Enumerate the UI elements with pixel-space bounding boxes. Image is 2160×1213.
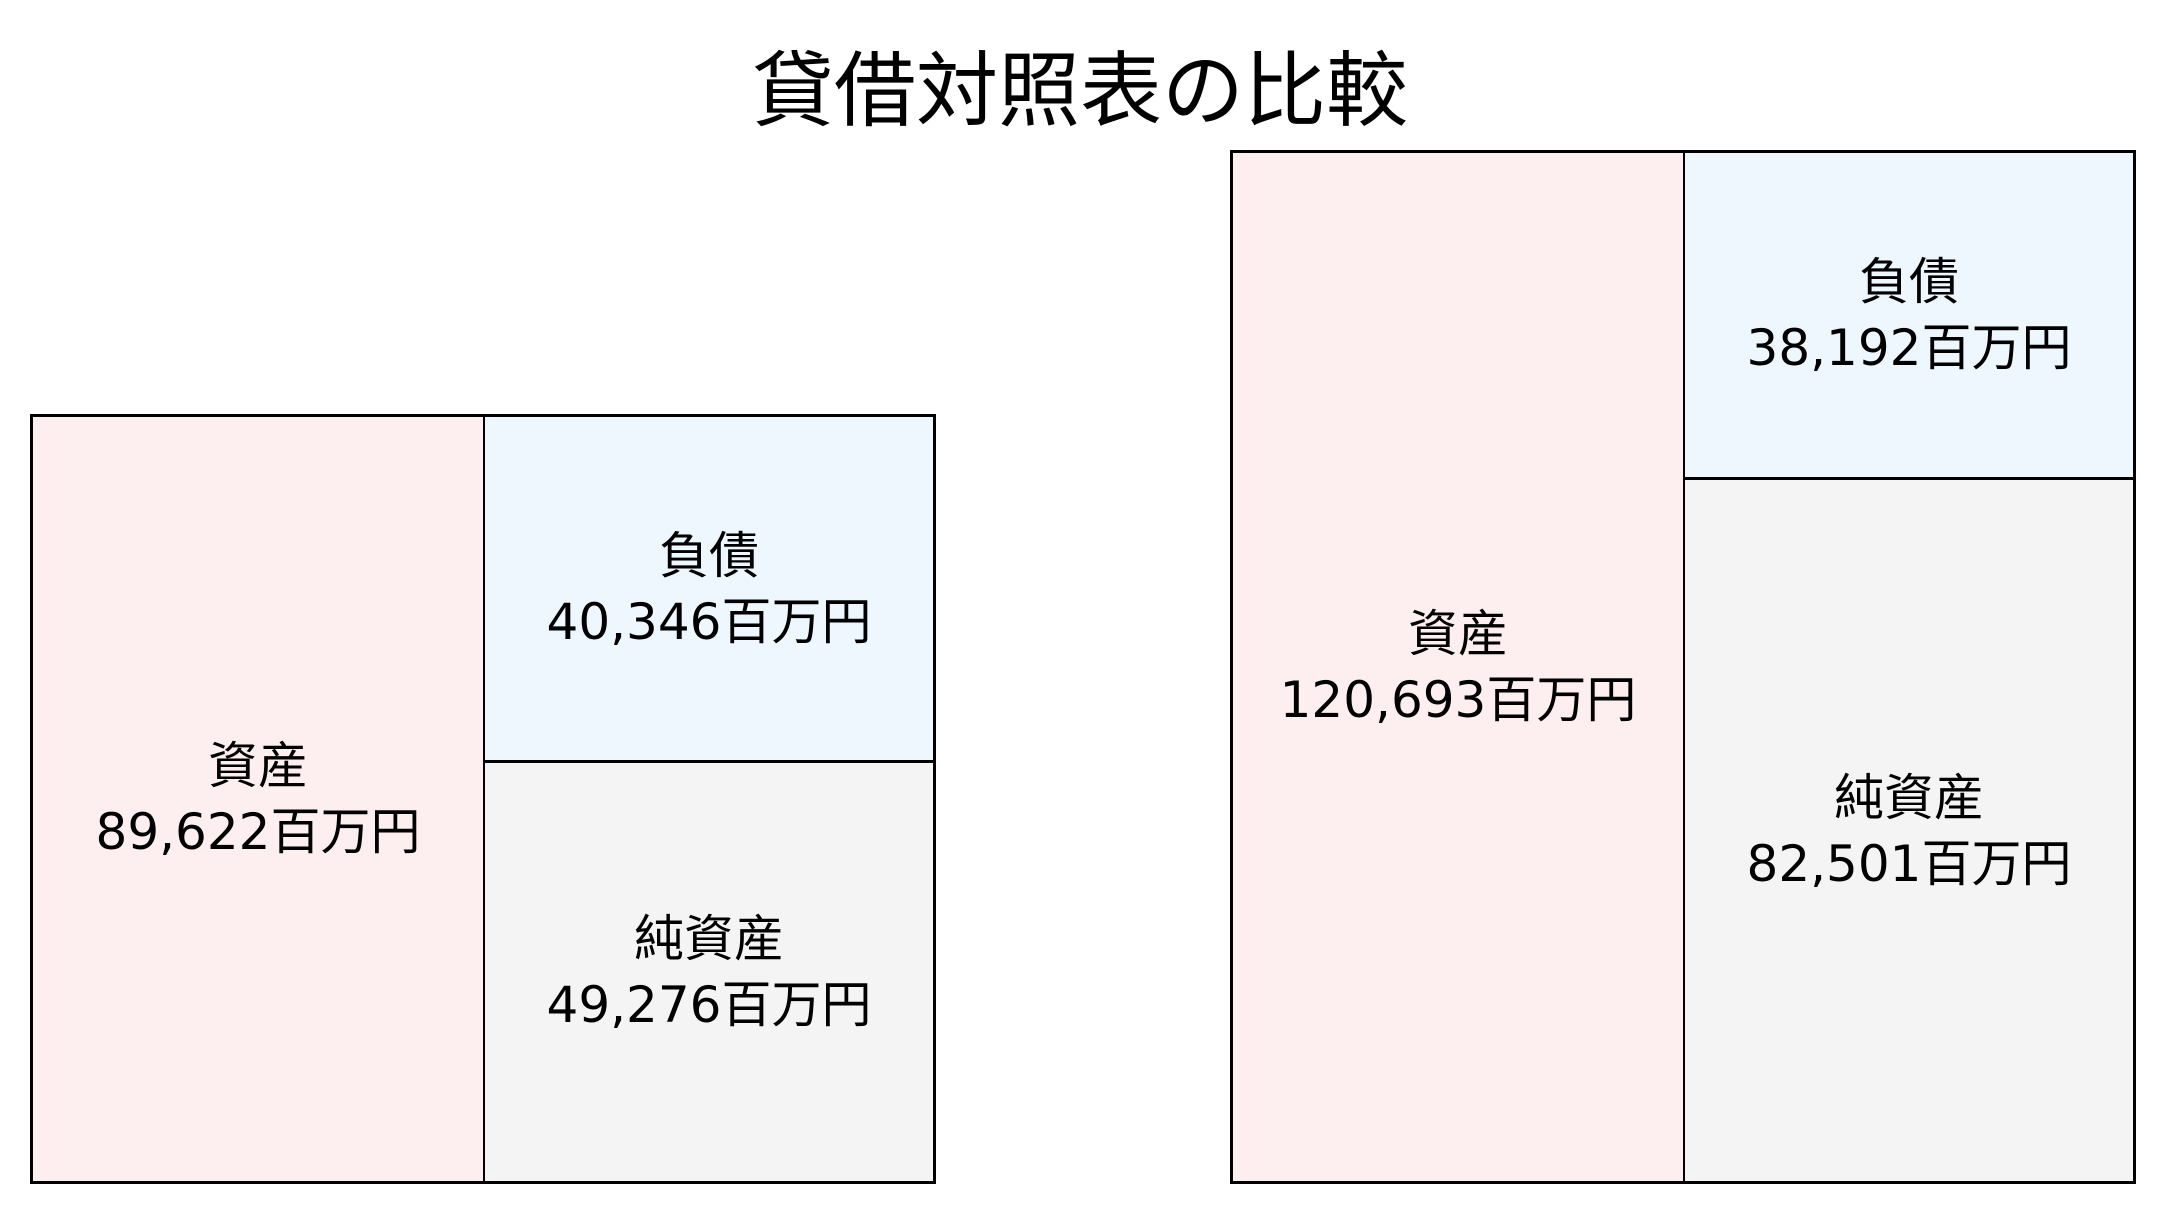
assets-block-right: 資産 120,693百万円 — [1233, 153, 1685, 1181]
net-assets-value: 49,276百万円 — [546, 976, 872, 1034]
balance-sheet-right: 資産 120,693百万円 負債 38,192百万円 純資産 82,501百万円 — [1230, 150, 2136, 1184]
assets-label: 資産 — [1408, 605, 1508, 663]
liabilities-block-right: 負債 38,192百万円 — [1685, 153, 2133, 480]
balance-sheet-left: 資産 89,622百万円 負債 40,346百万円 純資産 49,276百万円 — [30, 414, 936, 1184]
chart-title: 貸借対照表の比較 — [751, 44, 1408, 139]
net-assets-block-left: 純資産 49,276百万円 — [485, 763, 933, 1181]
liabilities-label: 負債 — [659, 526, 759, 585]
net-assets-value: 82,501百万円 — [1746, 834, 2072, 893]
assets-block-left: 資産 89,622百万円 — [33, 417, 485, 1181]
liabilities-value: 40,346百万円 — [546, 592, 872, 651]
liabilities-value: 38,192百万円 — [1746, 319, 2072, 377]
net-assets-label: 純資産 — [1834, 768, 1984, 827]
assets-value: 89,622百万円 — [95, 803, 421, 861]
liabilities-block-left: 負債 40,346百万円 — [485, 417, 933, 763]
assets-value: 120,693百万円 — [1279, 671, 1637, 729]
liabilities-label: 負債 — [1859, 253, 1959, 311]
assets-label: 資産 — [208, 737, 308, 795]
net-assets-block-right: 純資産 82,501百万円 — [1685, 480, 2133, 1181]
net-assets-label: 純資産 — [634, 910, 784, 968]
